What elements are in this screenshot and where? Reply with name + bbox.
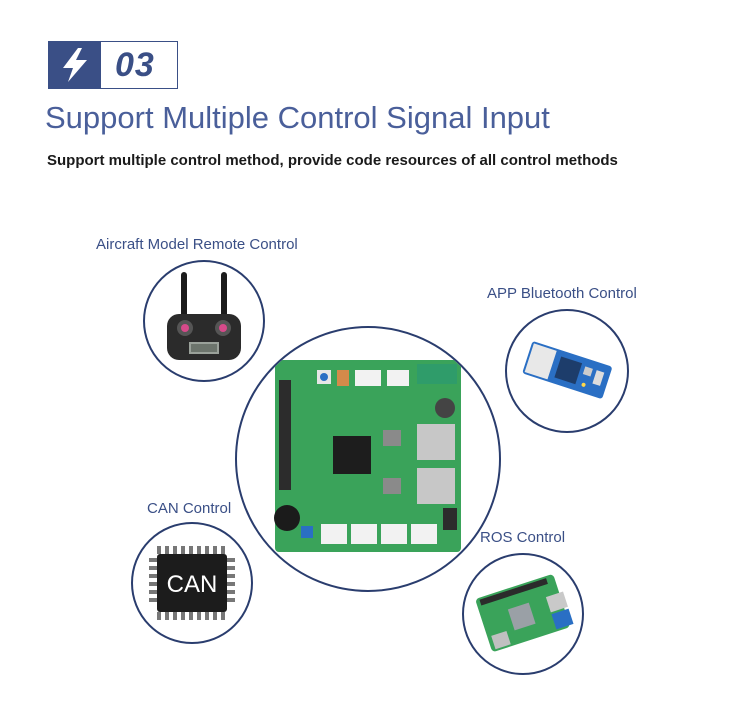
page-subtitle: Support multiple control method, provide… (47, 152, 618, 169)
bluetooth-control-label: APP Bluetooth Control (487, 285, 637, 302)
badge-number: 03 (115, 46, 155, 84)
raspberry-pi-board-icon (476, 574, 574, 652)
remote-controller-icon (167, 272, 241, 360)
section-badge: 03 (48, 41, 178, 89)
can-control-label: CAN Control (147, 500, 232, 517)
page-title: Support Multiple Control Signal Input (45, 100, 550, 135)
control-board-icon (274, 360, 461, 552)
can-chip-circle: CAN (131, 522, 253, 644)
bluetooth-module-icon (522, 341, 612, 399)
can-chip-text: CAN (167, 571, 218, 598)
control-board-circle (235, 326, 501, 592)
ros-control-label: ROS Control (480, 529, 566, 546)
rc-control-label: Aircraft Model Remote Control (96, 236, 298, 253)
lightning-bolt-icon (49, 42, 101, 88)
bluetooth-module-circle (505, 309, 629, 433)
can-chip-icon: CAN (149, 546, 235, 620)
rc-remote-circle (143, 260, 265, 382)
ros-board-circle (462, 553, 584, 675)
